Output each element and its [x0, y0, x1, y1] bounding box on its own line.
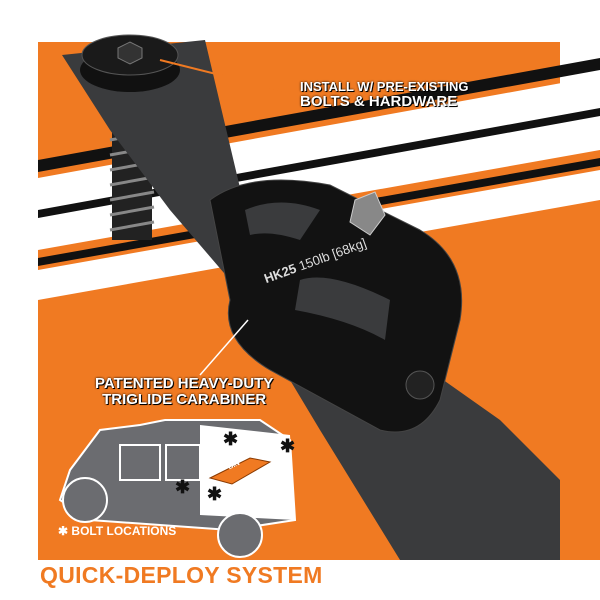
- asterisk-icon: ✱: [58, 524, 69, 538]
- footer-title: QUICK-DEPLOY SYSTEM: [40, 562, 323, 588]
- install-line-2: BOLTS & HARDWARE: [300, 92, 458, 110]
- bolt-marker: ✱: [280, 436, 295, 456]
- carabiner-line-2: TRIGLIDE CARABINER: [102, 390, 267, 408]
- carabiner-line-1: PATENTED HEAVY-DUTY: [95, 375, 274, 392]
- bolt-marker: ✱: [223, 429, 238, 449]
- bolt-marker: ✱: [207, 484, 222, 504]
- carabiner-callout: PATENTED HEAVY-DUTY TRIGLIDE CARABINER: [95, 376, 273, 408]
- triglide-carabiner: [209, 179, 463, 433]
- hazard4-logo: [349, 191, 386, 236]
- install-line-1: INSTALL W/ PRE-EXISTING: [300, 79, 469, 94]
- legend-text: BOLT LOCATIONS: [71, 524, 177, 538]
- bin-icon: [208, 457, 272, 485]
- bolt-marker: ✱: [175, 477, 190, 497]
- vehicle-diagram: ✱ ✱ ✱ ✱: [58, 419, 297, 558]
- bolt-legend: ✱ BOLT LOCATIONS: [58, 524, 176, 538]
- install-callout: INSTALL W/ PRE-EXISTING BOLTS & HARDWARE: [300, 80, 469, 109]
